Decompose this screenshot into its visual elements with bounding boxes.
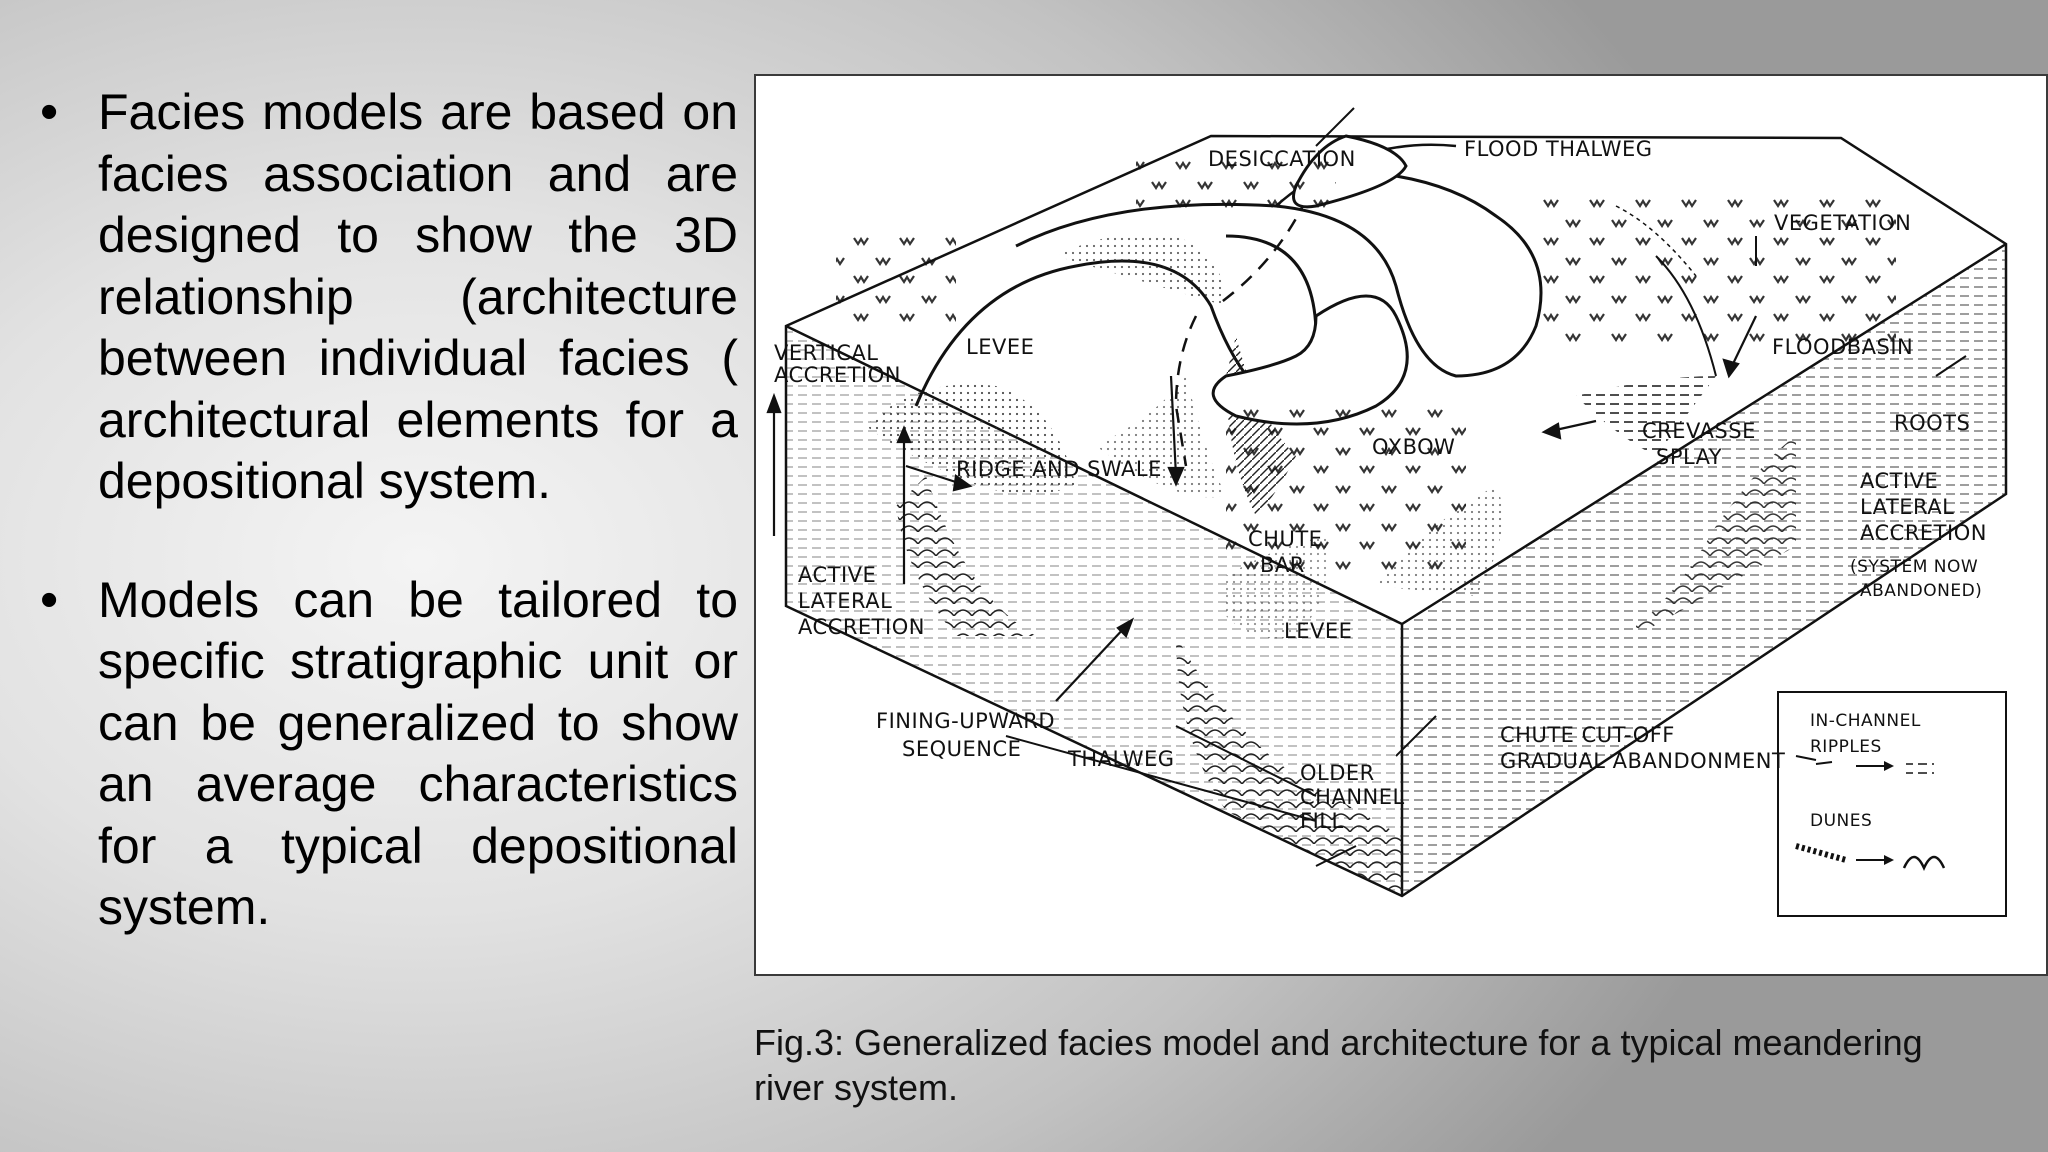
facies-model-figure: DESICCATION FLOOD THALWEG VEGETATION VER…: [754, 74, 2048, 976]
label-lateral-right: LATERAL: [1860, 495, 1954, 519]
label-fill: FILL: [1300, 809, 1344, 833]
label-older: OLDER: [1300, 761, 1375, 785]
label-floodbasin: FLOODBASIN: [1772, 335, 1913, 359]
vegetation-center: [1226, 406, 1466, 576]
label-chute: CHUTE: [1248, 527, 1322, 551]
label-active-right: ACTIVE: [1860, 469, 1938, 493]
bullet-text: Facies models are based on facies associ…: [98, 84, 738, 509]
vegetation-left: [836, 236, 956, 326]
channel-fill-scallops: [1176, 636, 1402, 896]
vegetation-top: [1136, 156, 1336, 216]
lateral-accretion-scallops: [896, 476, 1036, 636]
label-crevasse: CREVASSE: [1642, 419, 1756, 443]
bullet-list: • Facies models are based on facies asso…: [34, 82, 738, 996]
label-vegetation: VEGETATION: [1774, 211, 1911, 235]
label-splay: SPLAY: [1656, 445, 1722, 469]
leader-lines: [1005, 107, 1967, 867]
label-flood-thalweg: FLOOD THALWEG: [1464, 137, 1653, 161]
label-ridge-and-swale: RIDGE AND SWALE: [956, 457, 1162, 481]
label-channel: CHANNEL: [1300, 785, 1405, 809]
annotation-arrows: [766, 315, 1757, 702]
bullet-item: • Facies models are based on facies asso…: [34, 82, 738, 513]
vegetation-floodbasin: [1536, 196, 1896, 346]
bullet-marker: •: [40, 83, 59, 141]
label-thalweg: THALWEG: [1067, 747, 1175, 771]
label-chute-cut-off: CHUTE CUT-OFF: [1500, 723, 1675, 747]
label-accretion-left: ACCRETION: [798, 615, 925, 639]
label-vertical: VERTICAL: [774, 341, 878, 365]
legend-box: [1777, 691, 2007, 917]
legend-in-channel: IN-CHANNEL: [1810, 711, 1921, 731]
label-active-left: ACTIVE: [798, 563, 876, 587]
label-sequence: SEQUENCE: [902, 737, 1021, 761]
label-levee-center: LEVEE: [1284, 619, 1352, 643]
label-abandoned: ABANDONED): [1860, 581, 1982, 601]
label-desiccation: DESICCATION: [1208, 147, 1356, 171]
bullet-item: • Models can be tailored to specific str…: [34, 570, 738, 939]
label-system-now: (SYSTEM NOW: [1850, 557, 1978, 577]
label-oxbow: OXBOW: [1372, 435, 1455, 459]
label-vertical-accretion: ACCRETION: [774, 363, 901, 387]
legend-ripples: RIPPLES: [1810, 737, 1882, 757]
bullet-text: Models can be tailored to specific strat…: [98, 571, 738, 936]
figure-caption: Fig.3: Generalized facies model and arch…: [754, 1022, 1923, 1108]
label-accretion-right: ACCRETION: [1860, 521, 1987, 545]
label-roots: ROOTS: [1894, 411, 1970, 435]
block-diagram: DESICCATION FLOOD THALWEG VEGETATION VER…: [766, 107, 2008, 917]
bullet-marker: •: [40, 570, 59, 629]
legend-dunes: DUNES: [1810, 811, 1872, 831]
right-scallops: [1636, 436, 1796, 636]
label-bar: BAR: [1260, 553, 1305, 577]
label-gradual-abandonment: GRADUAL ABANDONMENT: [1500, 749, 1785, 773]
label-fining-upward: FINING-UPWARD: [876, 709, 1055, 733]
label-lateral-left: LATERAL: [798, 589, 892, 613]
label-levee-left: LEVEE: [966, 335, 1034, 359]
